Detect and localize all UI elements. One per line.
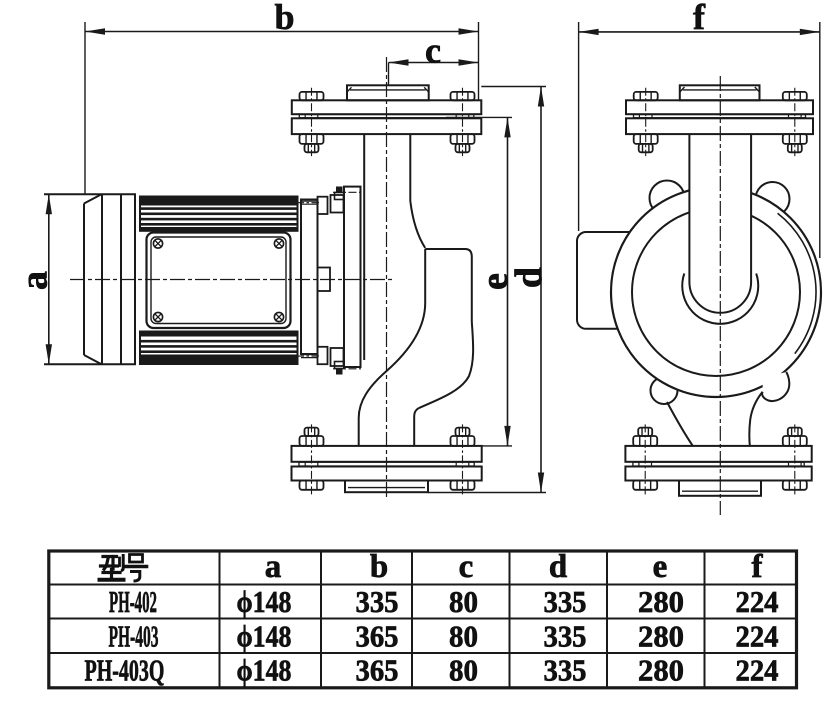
svg-text:ϕ148: ϕ148 (237, 653, 292, 688)
svg-text:224: 224 (736, 653, 779, 688)
svg-text:80: 80 (449, 653, 478, 688)
svg-text:e: e (653, 549, 668, 585)
svg-text:a: a (265, 549, 282, 585)
svg-text:e: e (474, 273, 516, 290)
svg-text:335: 335 (544, 653, 587, 688)
svg-text:f: f (693, 0, 706, 37)
svg-text:c: c (425, 31, 441, 71)
svg-text:335: 335 (544, 619, 587, 654)
svg-text:PH-403: PH-403 (109, 619, 159, 654)
svg-text:335: 335 (544, 584, 587, 619)
svg-text:80: 80 (449, 619, 478, 654)
svg-text:f: f (752, 549, 764, 585)
svg-text:ϕ148: ϕ148 (237, 619, 292, 654)
svg-text:PH-403Q: PH-403Q (85, 653, 165, 688)
svg-text:365: 365 (356, 653, 399, 688)
svg-text:224: 224 (736, 584, 779, 619)
svg-text:b: b (370, 549, 388, 585)
svg-text:365: 365 (356, 619, 399, 654)
svg-text:80: 80 (449, 584, 478, 619)
svg-text:d: d (549, 549, 567, 585)
svg-text:a: a (14, 271, 56, 290)
svg-text:280: 280 (638, 619, 684, 654)
svg-text:b: b (274, 0, 294, 37)
svg-text:d: d (508, 267, 550, 288)
svg-text:ϕ148: ϕ148 (237, 584, 292, 619)
svg-text:224: 224 (736, 619, 779, 654)
svg-text:c: c (459, 549, 474, 585)
svg-text:280: 280 (638, 653, 684, 688)
svg-text:335: 335 (356, 584, 399, 619)
svg-text:PH-402: PH-402 (109, 584, 157, 619)
svg-text:280: 280 (638, 584, 684, 619)
